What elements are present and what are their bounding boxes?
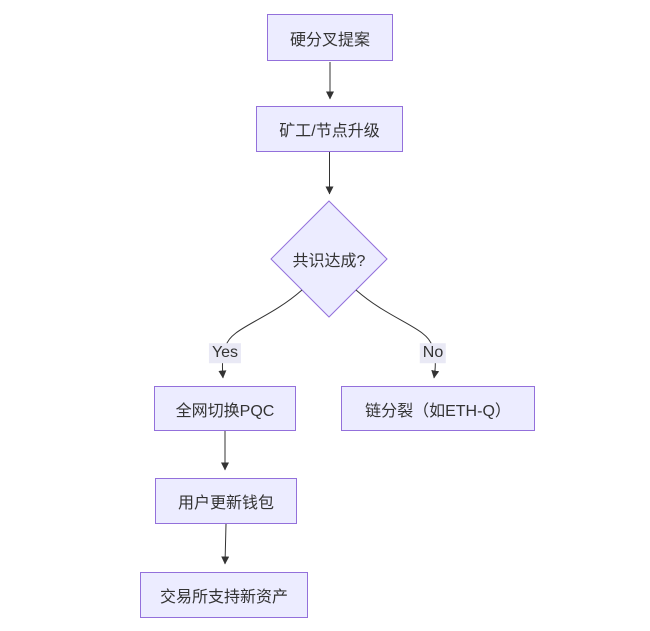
node-switch-pqc: 全网切换PQC bbox=[154, 386, 296, 431]
edge-wallet-exchange bbox=[221, 523, 230, 565]
decision-diamond-shape bbox=[270, 200, 388, 318]
edge-label-yes: Yes bbox=[208, 343, 242, 363]
node-user-update-wallet: 用户更新钱包 bbox=[155, 478, 297, 524]
node-hard-fork-proposal: 硬分叉提案 bbox=[267, 14, 393, 61]
node-miner-node-upgrade: 矿工/节点升级 bbox=[256, 106, 403, 152]
node-exchange-support-asset: 交易所支持新资产 bbox=[140, 572, 308, 618]
edge-label-no: No bbox=[419, 343, 447, 363]
node-chain-split: 链分裂（如ETH-Q） bbox=[341, 386, 535, 431]
node-consensus-decision: 共识达成? bbox=[292, 253, 366, 270]
